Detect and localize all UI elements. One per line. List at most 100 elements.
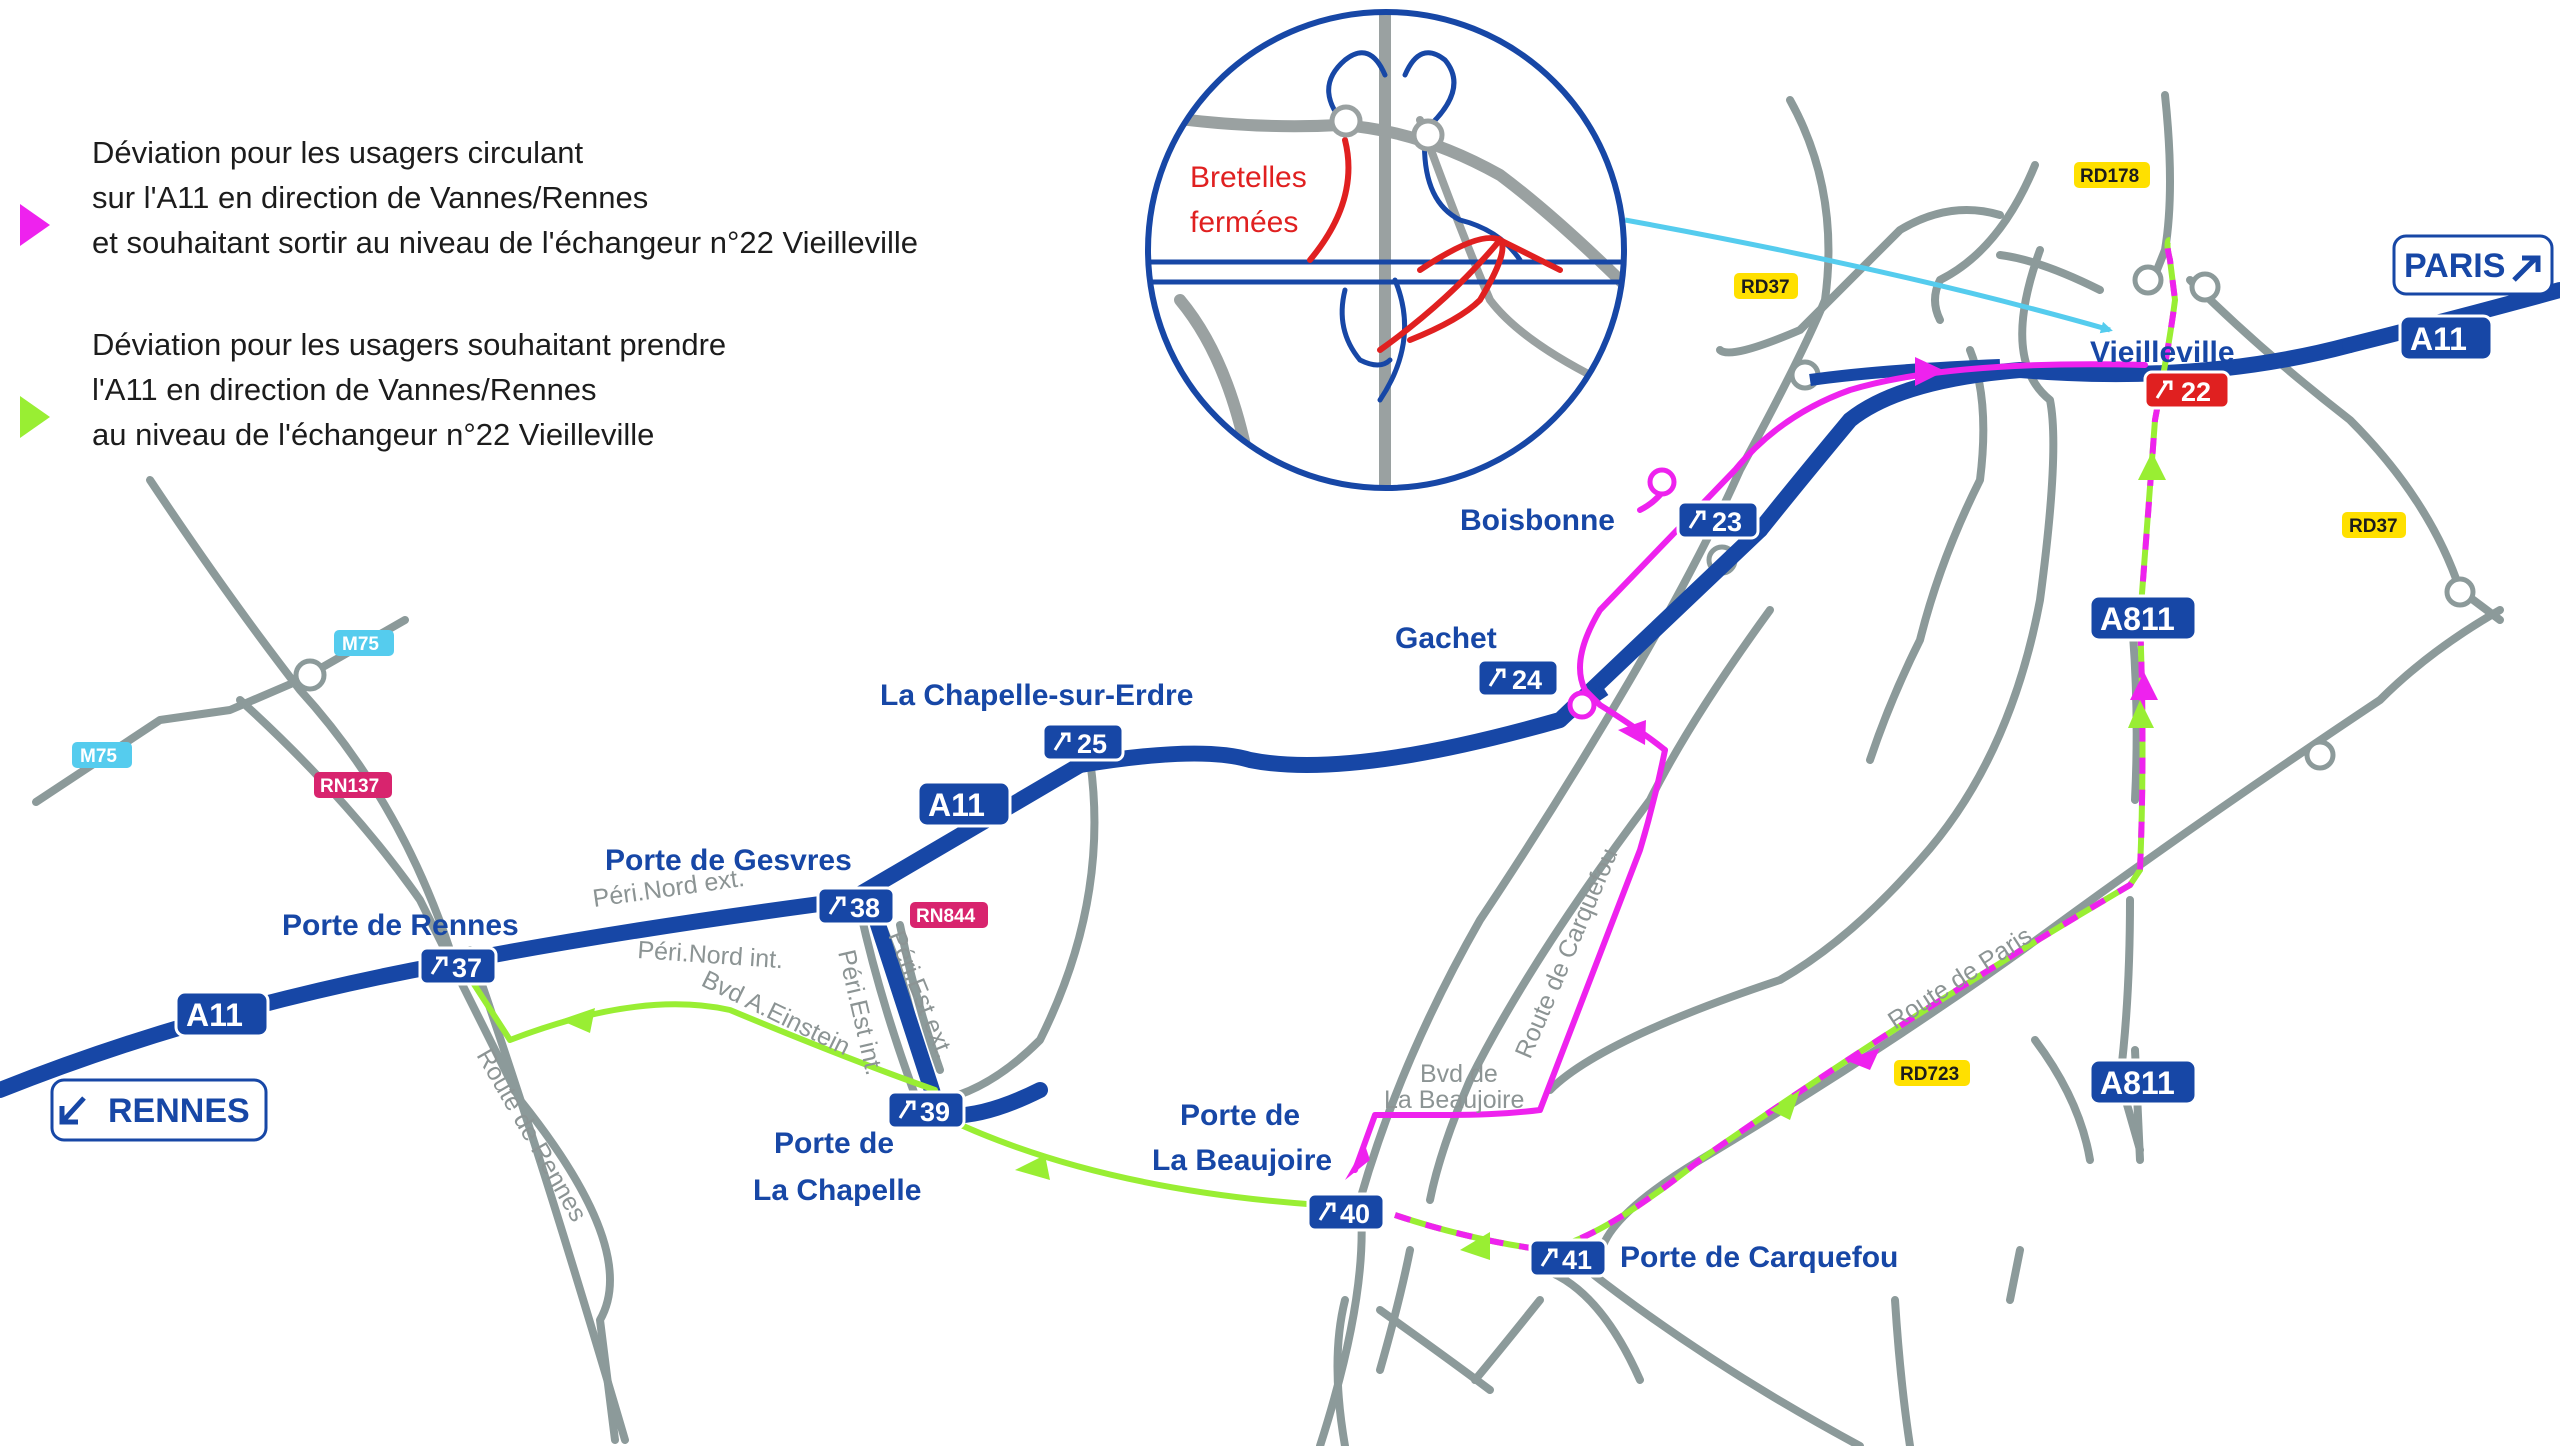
- exit-arrow-icon: [898, 1100, 916, 1119]
- closed-ramps-label: fermées: [1190, 206, 1298, 239]
- arrow-down-left-icon: [59, 1096, 86, 1125]
- place-label: Gachet: [1395, 622, 1497, 655]
- svg-text:RENNES: RENNES: [108, 1092, 250, 1130]
- svg-text:A811: A811: [2100, 601, 2175, 637]
- legend-text-line: l'A11 en direction de Vannes/Rennes: [92, 372, 597, 407]
- exit-arrow-icon: [2155, 380, 2173, 399]
- place-label: Porte de Carquefou: [1620, 1241, 1898, 1274]
- callout-arrow: [1624, 217, 2113, 334]
- svg-text:RD37: RD37: [2349, 516, 2398, 537]
- arrow-up-right-icon: [2512, 255, 2541, 282]
- place-label: Porte de Gesvres: [605, 844, 852, 877]
- rd37-badge: RD37: [2342, 512, 2406, 538]
- place-label: La Chapelle-sur-Erdre: [880, 679, 1193, 712]
- inset-detail: Bretelles fermées: [1145, 9, 1627, 491]
- svg-text:RN844: RN844: [916, 906, 976, 927]
- svg-text:22: 22: [2181, 377, 2211, 407]
- svg-text:RD37: RD37: [1741, 277, 1790, 298]
- place-label: Porte de: [1180, 1099, 1300, 1132]
- a811-shield: A811: [2088, 1058, 2198, 1106]
- svg-text:A11: A11: [2410, 321, 2467, 357]
- svg-text:A11: A11: [928, 787, 985, 823]
- a11-shield: A11: [2398, 314, 2494, 362]
- magenta-arrow-icon: [20, 204, 50, 246]
- svg-text:24: 24: [1512, 665, 1542, 695]
- svg-text:M75: M75: [342, 634, 379, 655]
- rd37-badge: RD37: [1734, 273, 1798, 299]
- exit-badge-23: 23: [1676, 500, 1760, 540]
- place-label: Vieilleville: [2090, 336, 2235, 369]
- svg-text:38: 38: [850, 893, 880, 923]
- exit-arrow-icon: [1318, 1202, 1336, 1221]
- magenta-rings: [1567, 467, 1677, 720]
- m75-badge: M75: [72, 742, 132, 768]
- a11-shield: A11: [174, 990, 270, 1038]
- place-labels: Porte de Rennes Porte de Gesvres La Chap…: [282, 336, 2235, 1274]
- exit-badge-24: 24: [1476, 658, 1560, 698]
- rd178-badge: RD178: [2074, 162, 2150, 188]
- exit-badge-25: 25: [1041, 722, 1125, 762]
- exit-badge-41: 41: [1528, 1238, 1608, 1278]
- exit-badge-22: 22: [2143, 370, 2231, 410]
- road-label: Route de Rennes: [471, 1044, 593, 1227]
- a11-shield: A11: [916, 780, 1012, 828]
- legend-text-line: Déviation pour les usagers souhaitant pr…: [92, 327, 727, 362]
- place-label: Porte de Rennes: [282, 909, 519, 942]
- exit-arrow-icon: [1688, 510, 1706, 529]
- magenta-deviation-route: [1352, 361, 2148, 1173]
- svg-text:RD723: RD723: [1900, 1064, 1959, 1085]
- rennes-direction-sign: RENNES: [50, 1078, 268, 1142]
- svg-text:40: 40: [1340, 1199, 1370, 1229]
- rn844-badge: RN844: [910, 902, 988, 928]
- m75-badge: M75: [334, 630, 394, 656]
- rn137-badge: RN137: [314, 772, 392, 798]
- svg-text:37: 37: [452, 953, 482, 983]
- road-shields: A11 A11 A11 A811 A811: [174, 314, 2494, 1106]
- exit-arrow-icon: [1488, 668, 1506, 687]
- road-label: Bvd de: [1420, 1060, 1498, 1088]
- green-arrowheads: [560, 452, 2166, 1260]
- exit-arrow-icon: [430, 956, 448, 975]
- svg-text:23: 23: [1712, 507, 1742, 537]
- exit-badge-39: 39: [886, 1090, 966, 1130]
- svg-text:A811: A811: [2100, 1065, 2175, 1101]
- green-arrow-icon: [20, 396, 50, 438]
- closed-ramps-label: Bretelles: [1190, 161, 1307, 194]
- svg-text:PARIS: PARIS: [2404, 247, 2505, 285]
- exit-arrow-icon: [1540, 1248, 1558, 1267]
- road-label: Route de Paris: [1883, 921, 2037, 1035]
- road-label: La Beaujoire: [1384, 1086, 1524, 1114]
- exit-arrow-icon: [1053, 732, 1071, 751]
- exit-badges: 37 38 39 40 41 25 24 23 22: [418, 370, 2231, 1278]
- legend-text-line: sur l'A11 en direction de Vannes/Rennes: [92, 180, 649, 215]
- svg-text:RN137: RN137: [320, 776, 379, 797]
- rd723-badge: RD723: [1894, 1060, 1970, 1086]
- svg-text:41: 41: [1562, 1245, 1592, 1275]
- magenta-arrowheads: [1345, 357, 1945, 1180]
- exit-badge-37: 37: [418, 946, 498, 986]
- svg-text:25: 25: [1077, 729, 1107, 759]
- exit-arrow-icon: [828, 896, 846, 915]
- exit-badge-38: 38: [816, 886, 896, 926]
- exit-badge-40: 40: [1306, 1192, 1386, 1232]
- place-label: Boisbonne: [1460, 504, 1615, 537]
- place-label: La Beaujoire: [1152, 1144, 1332, 1177]
- direction-signs: PARIS RENNES: [50, 234, 2554, 1142]
- svg-text:39: 39: [920, 1097, 950, 1127]
- place-label: Porte de: [774, 1127, 894, 1160]
- svg-text:RD178: RD178: [2080, 166, 2139, 187]
- svg-text:M75: M75: [80, 746, 117, 767]
- place-label: La Chapelle: [753, 1174, 921, 1207]
- svg-text:A11: A11: [186, 997, 243, 1033]
- route-badges: M75 M75 RN137 RN844 RD37 RD178 RD37 RD72…: [72, 162, 2406, 1086]
- road-label: Route de Carquefou: [1510, 844, 1624, 1062]
- legend-text-line: et souhaitant sortir au niveau de l'écha…: [92, 225, 918, 260]
- legend-text-line: Déviation pour les usagers circulant: [92, 135, 584, 170]
- magenta-arrowheads-dashed: [1845, 672, 2158, 1070]
- paris-direction-sign: PARIS: [2392, 234, 2554, 296]
- legend-text-line: au niveau de l'échangeur n°22 Vieillevil…: [92, 417, 655, 452]
- a811-shield: A811: [2088, 594, 2198, 642]
- road-label: Bvd A.Einstein: [697, 965, 854, 1061]
